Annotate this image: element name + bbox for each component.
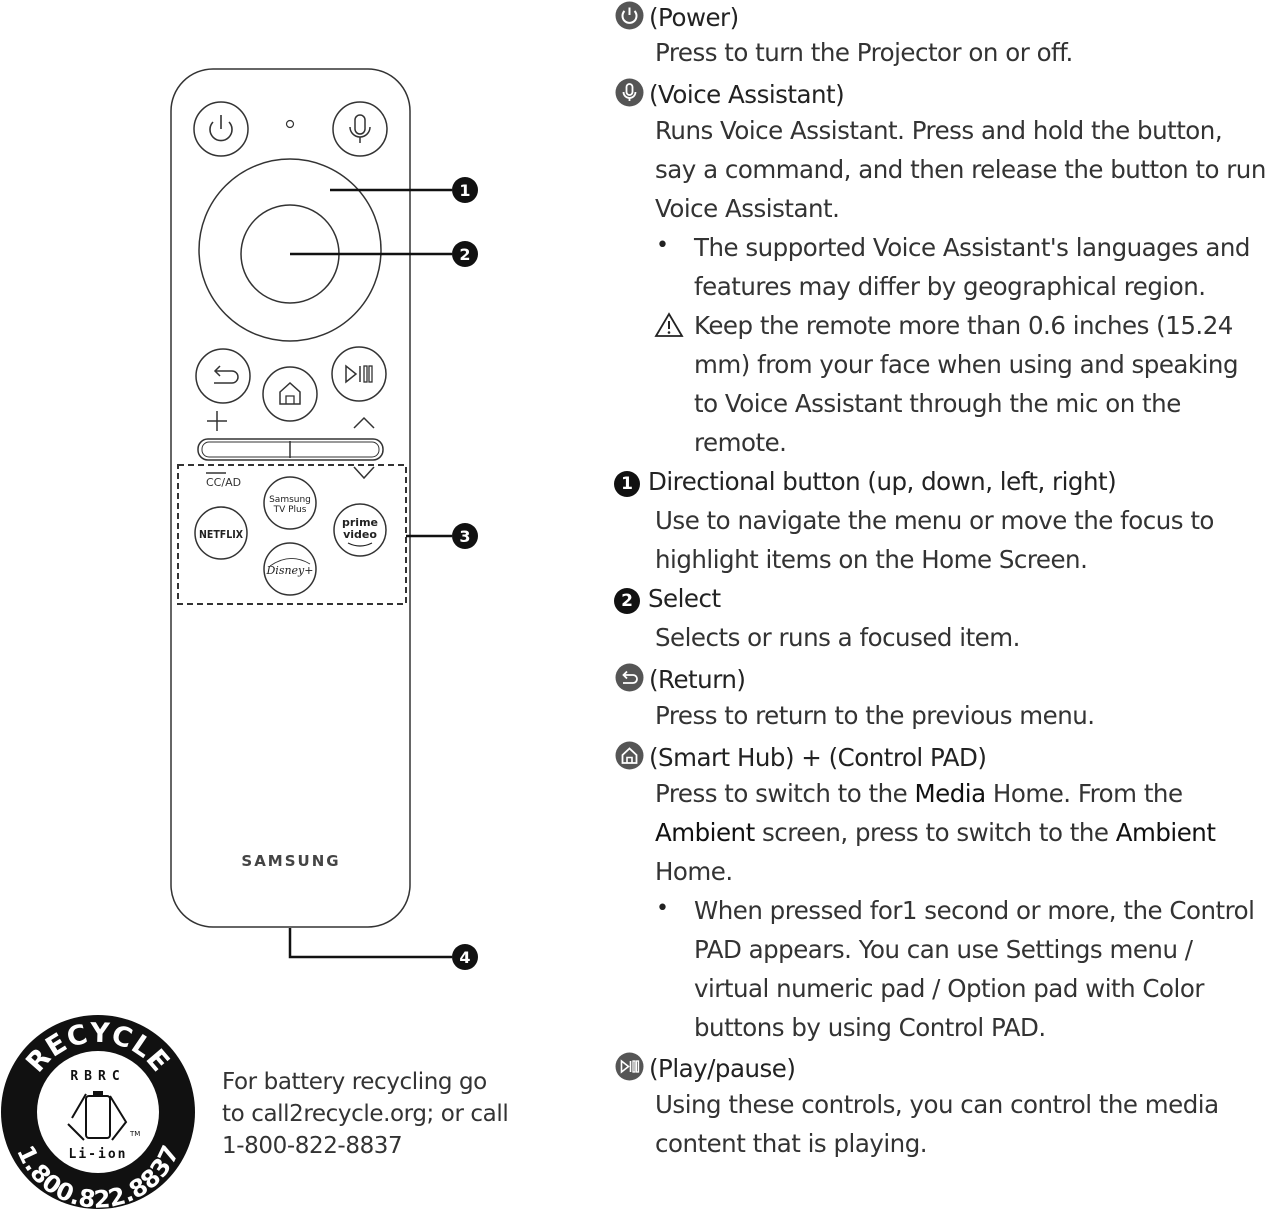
samsung-logo: SAMSUNG bbox=[241, 852, 340, 870]
recycling-note-line: 1-800-822-8837 bbox=[222, 1133, 403, 1159]
prime-video-button: prime video bbox=[333, 503, 387, 557]
select-description: Selects or runs a focused item. bbox=[655, 623, 1020, 652]
home-icon bbox=[615, 741, 644, 770]
plus-icon bbox=[207, 411, 227, 431]
smart-hub-note-line: virtual numeric pad / Option pad with Co… bbox=[694, 974, 1204, 1003]
smart-hub-note-line: buttons by using Control PAD. bbox=[694, 1013, 1046, 1042]
microphone-icon bbox=[615, 78, 644, 107]
rbrc-recycle-logo: RECYCLE 1.800.822.8837 RBRC TM Li-ion bbox=[1, 1015, 195, 1211]
recycling-note-line: to call2recycle.org; or call bbox=[222, 1101, 509, 1127]
voice-warning-line: to Voice Assistant through the mic on th… bbox=[694, 389, 1181, 418]
callout-badge-4: 4 bbox=[452, 944, 478, 970]
voice-note-line: features may differ by geographical regi… bbox=[694, 272, 1206, 301]
smart-hub-description-line: Press to switch to the Media Home. From … bbox=[655, 779, 1183, 808]
svg-text:TM: TM bbox=[129, 1130, 140, 1138]
bullet-mark: • bbox=[656, 896, 669, 921]
voice-description-line: say a command, and then release the butt… bbox=[655, 155, 1266, 184]
chevron-down-icon bbox=[353, 466, 375, 480]
play-pause-description-line: Using these controls, you can control th… bbox=[655, 1090, 1219, 1119]
remote-return-button bbox=[195, 348, 251, 404]
cc-ad-label: CC/AD bbox=[206, 476, 241, 489]
smart-hub-note-line: When pressed for1 second or more, the Co… bbox=[694, 896, 1255, 925]
play-pause-description-line: content that is playing. bbox=[655, 1129, 928, 1158]
smart-hub-note-line: PAD appears. You can use Settings menu / bbox=[694, 935, 1193, 964]
return-icon bbox=[615, 663, 644, 692]
svg-text:prime: prime bbox=[342, 516, 378, 529]
chevron-up-icon bbox=[353, 416, 375, 429]
svg-text:RBRC: RBRC bbox=[70, 1069, 125, 1084]
voice-description-line: Runs Voice Assistant. Press and hold the… bbox=[655, 116, 1223, 145]
netflix-button: NETFLIX bbox=[194, 506, 248, 560]
return-heading: (Return) bbox=[614, 662, 746, 694]
voice-assistant-heading: (Voice Assistant) bbox=[614, 77, 845, 109]
app-buttons-area bbox=[177, 464, 407, 605]
power-icon bbox=[615, 1, 644, 30]
voice-note-line: The supported Voice Assistant's language… bbox=[694, 233, 1250, 262]
svg-text:1: 1 bbox=[459, 181, 470, 200]
callout-badge-2: 2 bbox=[614, 588, 640, 614]
remote-rocker bbox=[197, 438, 384, 461]
svg-text:Samsung: Samsung bbox=[269, 495, 311, 505]
voice-warning-line: remote. bbox=[694, 428, 787, 457]
remote-diagram: CC/AD Samsung TV Plus NETFLIX prime vide… bbox=[1, 68, 478, 1211]
voice-description-line: Voice Assistant. bbox=[655, 194, 840, 223]
svg-text:TV Plus: TV Plus bbox=[273, 505, 307, 515]
svg-text:4: 4 bbox=[459, 948, 470, 967]
smart-hub-description-line: Ambient screen, press to switch to the A… bbox=[655, 818, 1216, 847]
directional-description-line: highlight items on the Home Screen. bbox=[655, 545, 1088, 574]
callout-badge-3: 3 bbox=[452, 523, 478, 549]
callout-line-4 bbox=[288, 928, 452, 959]
remote-playpause-button bbox=[331, 346, 387, 402]
svg-text:3: 3 bbox=[459, 527, 470, 546]
play-pause-heading: (Play/pause) bbox=[614, 1051, 796, 1083]
return-description: Press to return to the previous menu. bbox=[655, 701, 1095, 730]
recycling-note-line: For battery recycling go bbox=[222, 1069, 487, 1095]
smart-hub-heading: (Smart Hub) + (Control PAD) bbox=[614, 740, 987, 772]
svg-text:2: 2 bbox=[459, 245, 470, 264]
remote-power-button bbox=[193, 101, 249, 157]
samsung-tv-plus-button: Samsung TV Plus bbox=[263, 476, 317, 530]
battery-recycling-note: For battery recycling go to call2recycle… bbox=[222, 1066, 509, 1162]
remote-home-button bbox=[262, 366, 318, 422]
warning-icon bbox=[654, 312, 684, 337]
remote-voice-button bbox=[332, 101, 388, 157]
voice-warning-line: Keep the remote more than 0.6 inches (15… bbox=[694, 311, 1233, 340]
callout-badge-1: 1 bbox=[614, 471, 640, 497]
smart-hub-description-line: Home. bbox=[655, 857, 733, 886]
play-pause-icon bbox=[615, 1052, 644, 1081]
power-description: Press to turn the Projector on or off. bbox=[655, 38, 1073, 67]
svg-text:video: video bbox=[343, 528, 377, 541]
mic-hole-icon bbox=[285, 119, 295, 129]
svg-text:Disney+: Disney+ bbox=[265, 564, 313, 577]
power-heading: (Power) bbox=[614, 0, 739, 32]
callout-badge-1: 1 bbox=[452, 177, 478, 203]
directional-description-line: Use to navigate the menu or move the foc… bbox=[655, 506, 1214, 535]
svg-text:NETFLIX: NETFLIX bbox=[199, 528, 243, 541]
voice-warning-line: mm) from your face when using and speaki… bbox=[694, 350, 1239, 379]
bullet-mark: • bbox=[656, 233, 669, 258]
disney-plus-button: Disney+ bbox=[263, 542, 317, 596]
svg-text:Li-ion: Li-ion bbox=[69, 1147, 128, 1162]
callout-badge-2: 2 bbox=[452, 241, 478, 267]
